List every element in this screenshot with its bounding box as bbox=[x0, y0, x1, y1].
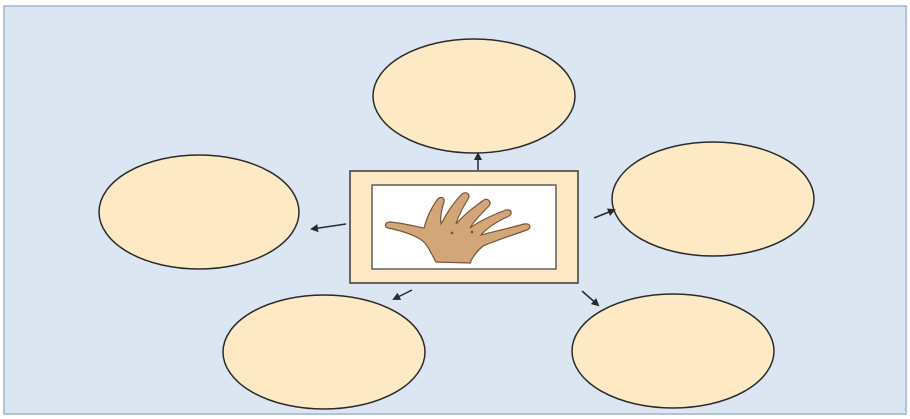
node-left-outline bbox=[98, 154, 300, 270]
node-left bbox=[98, 154, 300, 270]
center-frame-outline bbox=[349, 170, 579, 284]
node-right bbox=[611, 141, 815, 257]
node-bottom-right-ellipse bbox=[572, 294, 774, 408]
arrow-to-right bbox=[593, 208, 616, 219]
node-bottom-left-ellipse bbox=[223, 295, 425, 409]
hand-outline bbox=[384, 192, 531, 264]
hand-mark-right bbox=[470, 230, 474, 234]
connectors bbox=[310, 152, 616, 307]
node-right-ellipse bbox=[612, 142, 814, 256]
node-bottom-left-outline bbox=[222, 294, 426, 410]
diagram-border bbox=[3, 5, 907, 415]
node-bottom-right-outline bbox=[571, 293, 775, 409]
hand-shape bbox=[385, 192, 530, 263]
hand-icon bbox=[384, 192, 531, 264]
hand-mark-left bbox=[450, 231, 454, 235]
node-top bbox=[372, 38, 576, 154]
center-frame bbox=[349, 170, 579, 284]
arrow-to-left bbox=[310, 223, 347, 233]
picture-outline bbox=[371, 184, 557, 270]
node-bottom-right bbox=[571, 293, 775, 409]
node-right-outline bbox=[611, 141, 815, 257]
node-left-ellipse bbox=[99, 155, 299, 269]
arrow-to-bottom-left bbox=[392, 289, 413, 300]
node-top-ellipse bbox=[373, 39, 575, 153]
node-bottom-left bbox=[222, 294, 426, 410]
arrow-to-bottom-right bbox=[581, 290, 600, 307]
